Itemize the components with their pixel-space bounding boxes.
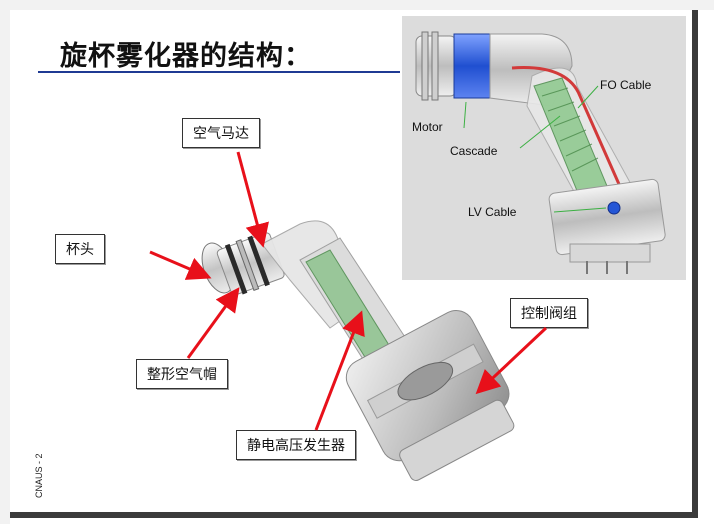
cascade-label: Cascade (450, 144, 498, 158)
cutaway-inset-image: Motor Cascade FO Cable LV Cable (402, 16, 686, 280)
slide-title: 旋杯雾化器的结构： (60, 41, 312, 72)
slide-footer: CNAUS - 2 (34, 453, 44, 498)
window-top-edge (0, 0, 714, 10)
fo-cable-label: FO Cable (600, 78, 652, 92)
cup-head-callout: 杯头 (55, 234, 105, 264)
control-valve-callout: 控制阀组 (510, 298, 588, 328)
motor-label: Motor (412, 120, 443, 134)
lv-cable-label: LV Cable (468, 205, 517, 219)
window-left-edge (0, 10, 10, 524)
title-underline (38, 71, 400, 73)
shaping-air-cap-callout: 整形空气帽 (136, 359, 228, 389)
cutaway-drawing (415, 31, 666, 274)
air-motor-callout: 空气马达 (182, 118, 260, 148)
hv-generator-callout: 静电高压发生器 (236, 430, 356, 460)
